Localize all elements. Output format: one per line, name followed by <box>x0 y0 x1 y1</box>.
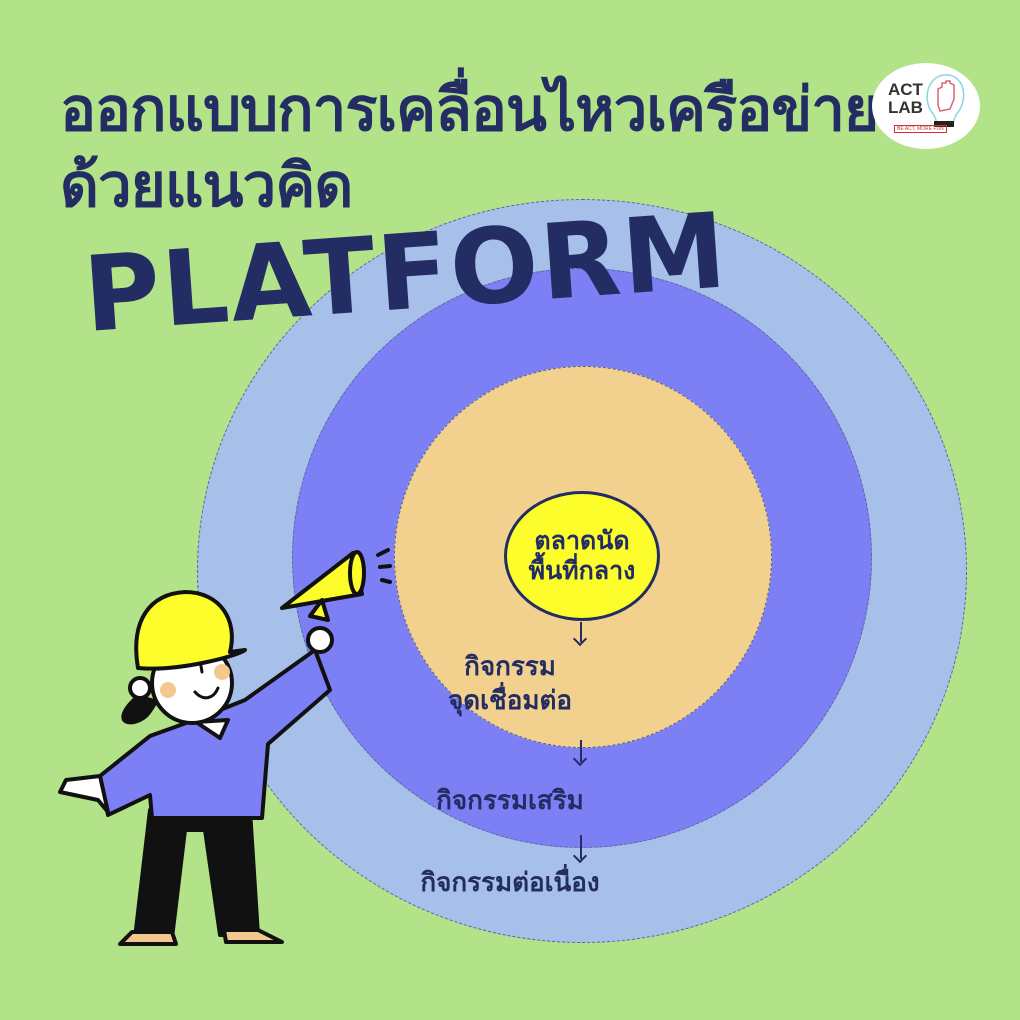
logo-line1: ACT <box>888 80 923 99</box>
megaphone-icon <box>280 550 366 622</box>
title-line1: ออกแบบการเคลื่อนไหวเครือข่าย <box>60 75 879 145</box>
arrow-down-icon <box>580 740 582 762</box>
arrow-down-icon <box>580 835 582 859</box>
logo-tagline: BE ACT, MORE FUN <box>894 125 947 133</box>
arrow-down-icon <box>580 622 582 642</box>
ring-inner-label-line2: จุดเชื่อมต่อ <box>448 686 572 716</box>
ring-inner-label-line1: กิจกรรม <box>464 652 556 682</box>
title-line2: ด้วยแนวคิด <box>60 151 353 221</box>
core-label-line1: ตลาดนัด <box>534 526 630 555</box>
lightbulb-fist-icon <box>926 74 965 127</box>
act-lab-logo: ACT LAB BE ACT, MORE FUN <box>872 63 980 149</box>
logo-wordmark: ACT LAB <box>888 81 923 117</box>
ring-inner-label: กิจกรรม จุดเชื่อมต่อ <box>0 650 1020 718</box>
ring-outer-label: กิจกรรมต่อเนื่อง <box>420 868 600 898</box>
core-label-line2: พื้นที่กลาง <box>528 556 636 585</box>
logo-line2: LAB <box>888 98 923 117</box>
core-circle: ตลาดนัด พื้นที่กลาง <box>504 491 660 621</box>
ring-middle-label: กิจกรรมเสริม <box>436 786 584 816</box>
